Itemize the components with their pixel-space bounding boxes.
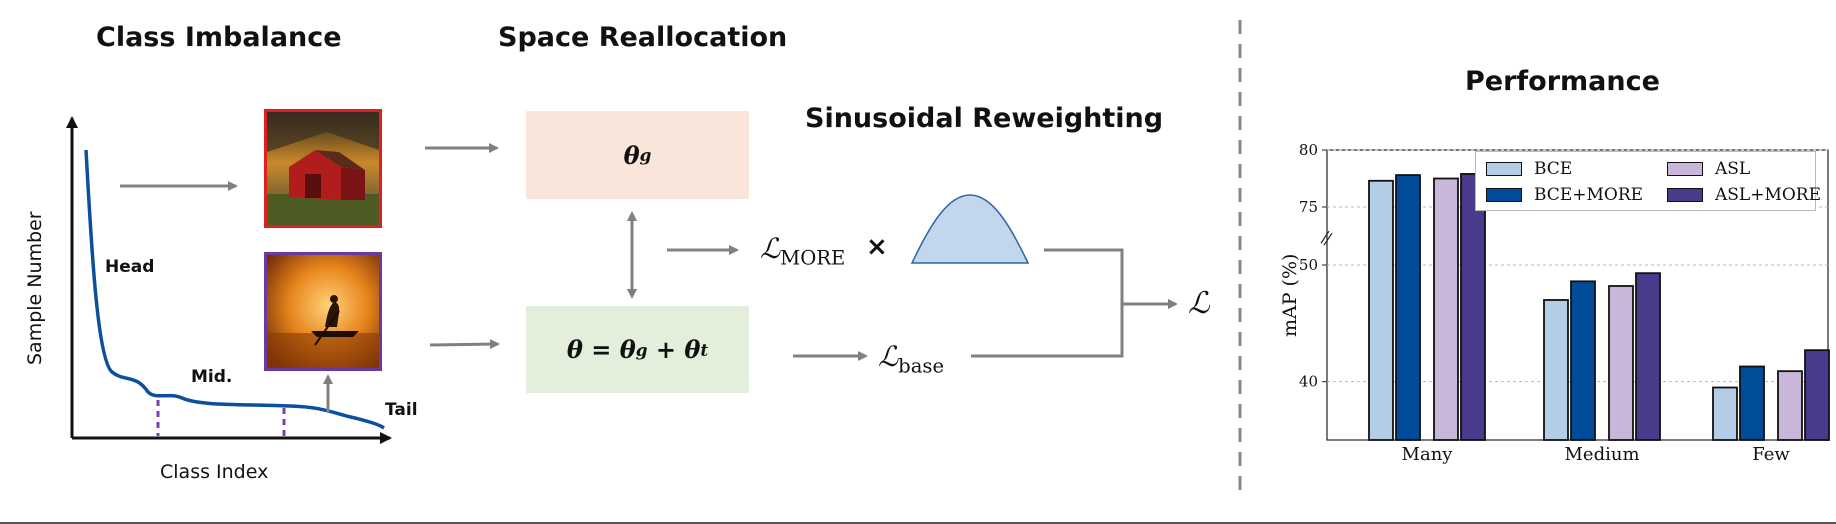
theta-g-symbol: θ [623, 140, 640, 170]
bar-many-bce-more [1395, 174, 1421, 441]
sinusoidal-reweighting-title: Sinusoidal Reweighting [805, 103, 1164, 134]
bar-few-bce-more [1739, 365, 1765, 441]
chart-legend: BCE BCE+MORE ASL ASL+MORE [1475, 151, 1821, 211]
legend-item-asl: ASL [1667, 159, 1750, 179]
legend-swatch-asl-more [1667, 188, 1703, 202]
theta-t-term: θ [684, 335, 701, 364]
chart-y-label: mAP (%) [1279, 253, 1301, 337]
plus-sign: + [647, 335, 685, 364]
theta-g-term: θ [619, 335, 636, 364]
legend-label-bce-more: BCE+MORE [1534, 185, 1644, 205]
bar-few-asl-more [1804, 349, 1830, 441]
long-tail-curve [84, 149, 385, 430]
theta-g-superscript: g [639, 145, 652, 165]
axis-break-mark-1 [1320, 230, 1330, 244]
space-reallocation-title: Space Reallocation [498, 22, 788, 53]
bar-many-bce [1368, 179, 1394, 441]
bar-few-bce [1712, 386, 1738, 441]
equals-sign: = [582, 335, 620, 364]
x-axis-label: Class Index [160, 461, 269, 483]
multiply-sign: × [866, 232, 888, 262]
head-label: Head [105, 257, 155, 277]
total-loss-symbol: ℒ [1188, 286, 1210, 321]
theta-symbol: θ [566, 335, 583, 364]
head-class-image [264, 109, 382, 228]
bar-medium-bce-more [1570, 280, 1596, 441]
legend-label-bce: BCE [1534, 159, 1573, 179]
legend-swatch-bce-more [1486, 188, 1522, 202]
tail-class-image [264, 252, 382, 371]
merge-connector [971, 248, 1124, 358]
axis-break-mark-2 [1323, 232, 1333, 246]
more-loss: ℒMORE [760, 232, 845, 270]
base-loss-subscript: base [898, 354, 945, 378]
bar-few-asl [1777, 370, 1803, 441]
xtick-label-few: Few [1752, 444, 1790, 465]
ytick-label-75: 75 [1299, 198, 1318, 216]
ytick-label-40: 40 [1299, 373, 1318, 391]
xtick-label-many: Many [1402, 444, 1454, 465]
base-loss: ℒbase [878, 340, 944, 378]
legend-label-asl-more: ASL+MORE [1715, 185, 1822, 205]
theta-t-term-sup: t [700, 339, 709, 360]
y-axis-label: Sample Number [24, 211, 46, 365]
bar-medium-asl-more [1635, 272, 1661, 441]
bar-medium-asl [1608, 285, 1634, 441]
class-imbalance-title: Class Imbalance [96, 22, 342, 53]
legend-item-bce-more: BCE+MORE [1486, 185, 1643, 205]
bar-many-asl [1433, 177, 1459, 441]
base-loss-symbol: ℒ [878, 340, 899, 373]
legend-item-bce: BCE [1486, 159, 1572, 179]
legend-item-asl-more: ASL+MORE [1667, 185, 1821, 205]
bar-medium-bce [1543, 299, 1569, 441]
ytick-label-80: 80 [1299, 141, 1318, 159]
ytick-label-50: 50 [1299, 256, 1318, 274]
legend-swatch-bce [1486, 162, 1522, 176]
tail-image-to-theta-arrow [429, 339, 500, 350]
tail-label: Tail [385, 400, 418, 420]
more-loss-subscript: MORE [780, 246, 846, 270]
legend-label-asl: ASL [1715, 159, 1751, 179]
bottom-border [0, 522, 1836, 524]
theta-g-term-sup: g [635, 339, 648, 360]
xtick-label-medium: Medium [1564, 444, 1639, 465]
bar-many-asl-more [1460, 173, 1486, 441]
more-loss-symbol: ℒ [760, 232, 781, 265]
legend-swatch-asl [1667, 162, 1703, 176]
performance-title: Performance [1465, 66, 1660, 97]
sinusoid-bump [910, 194, 1030, 264]
mid-label: Mid. [191, 367, 233, 387]
total-loss: ℒ [1188, 286, 1210, 321]
